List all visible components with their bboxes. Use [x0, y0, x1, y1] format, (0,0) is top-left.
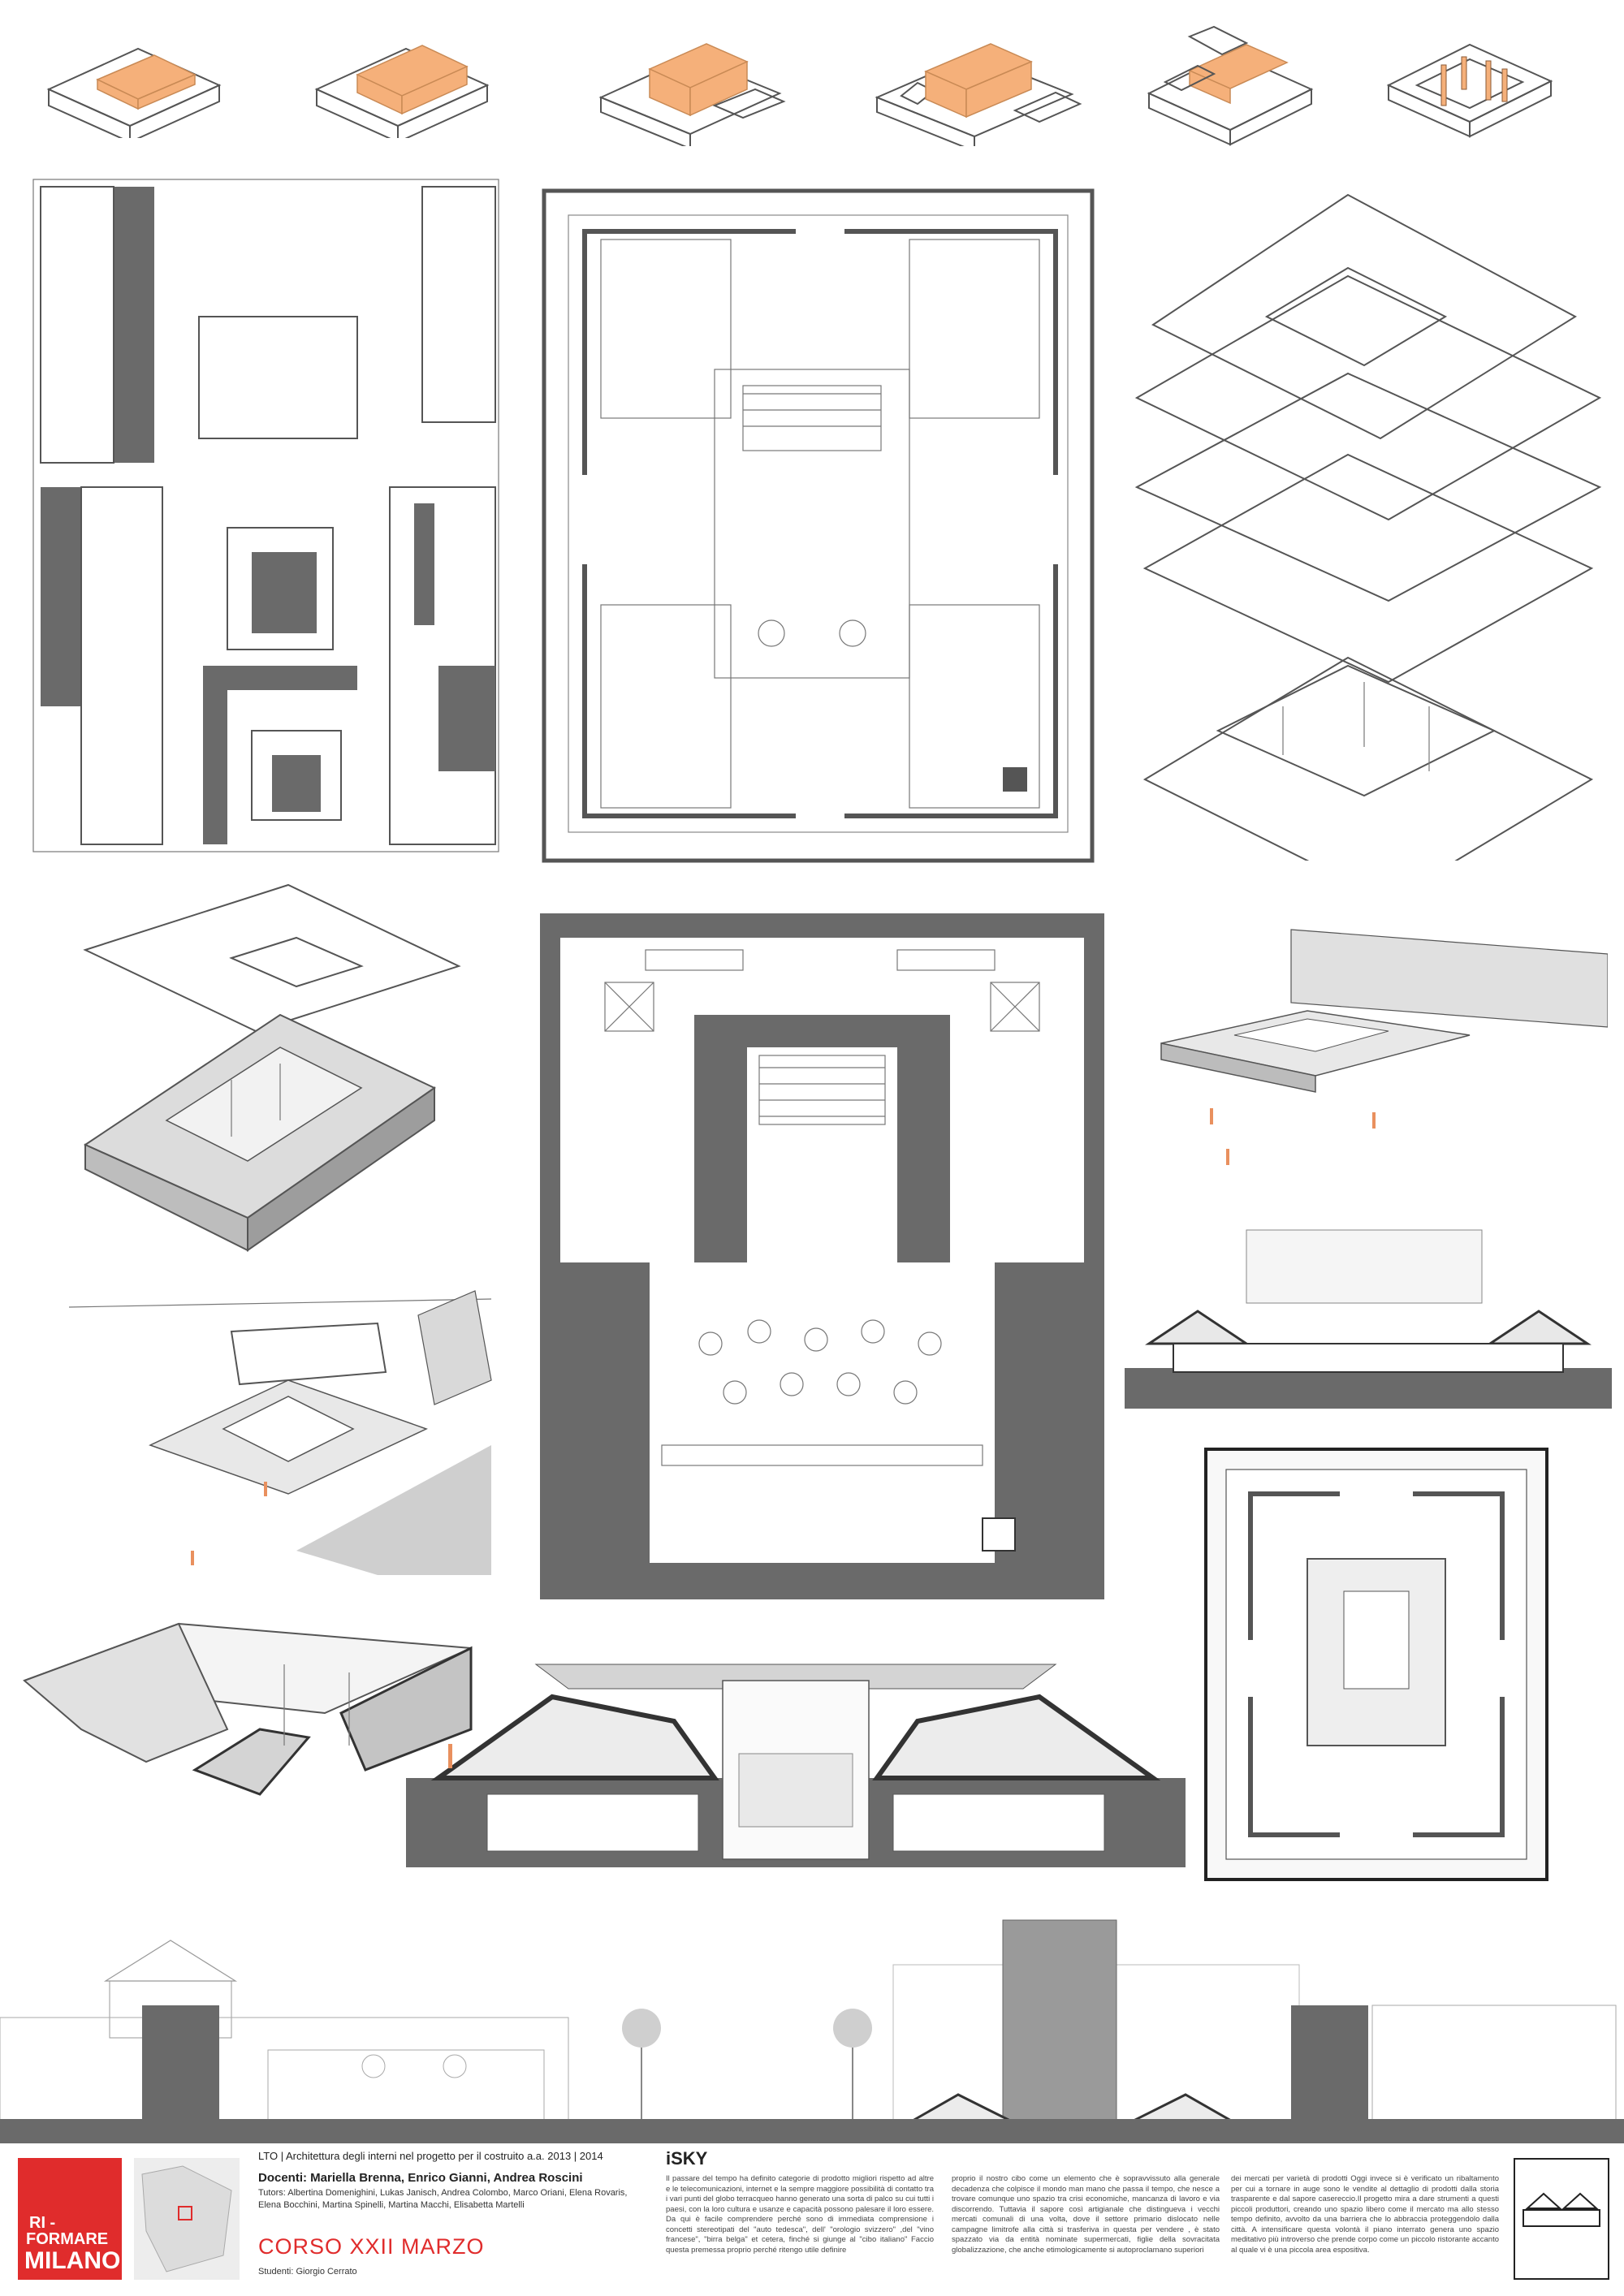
description-column-1: Il passare del tempo ha definito categor…: [666, 2174, 934, 2255]
ri-formare-milano-logo: RI - FORMARE MILANO: [18, 2158, 122, 2280]
docenti-line: Docenti: Mariella Brenna, Enrico Gianni,…: [258, 2171, 583, 2185]
site-plan: [32, 179, 499, 852]
exploded-axonometric: [1121, 187, 1608, 861]
massing-diagram-3: [593, 32, 796, 146]
massing-diagram-4: [869, 32, 1088, 146]
description-column-2: proprio il nostro cibo come un elemento …: [952, 2174, 1220, 2255]
project-title: iSKY: [666, 2148, 708, 2169]
logo-line-1: RI -: [29, 2214, 56, 2232]
axonometric-section-cut: [16, 1608, 495, 1851]
basement-floor-plan: [540, 913, 1108, 1603]
description-column-3: dei mercati per varietà di prodotti Oggi…: [1231, 2174, 1499, 2255]
massing-diagram-2: [309, 32, 495, 138]
section-perspective-small: [1125, 1222, 1612, 1417]
logo-line-2: FORMARE: [26, 2230, 109, 2248]
location-map: [134, 2158, 240, 2280]
massing-diagram-1: [41, 32, 227, 138]
street-elevation: [0, 1892, 1624, 2143]
mini-section-diagram: [1514, 2158, 1609, 2280]
massing-diagram-6: [1380, 20, 1559, 150]
cross-section: [406, 1648, 1186, 1867]
axonometric-roof-open: [69, 877, 475, 1331]
logo-line-3: MILANO: [24, 2247, 121, 2274]
course-title: LTO | Architettura degli interni nel pro…: [258, 2150, 603, 2162]
axonometric-context-view: [69, 1283, 499, 1575]
ground-floor-plan: [536, 183, 1100, 873]
street-name: CORSO XXII MARZO: [258, 2234, 485, 2259]
perspective-view-aerial: [1129, 921, 1608, 1173]
massing-diagram-5: [1141, 20, 1320, 150]
roof-plan: [1202, 1445, 1551, 1884]
students-line: Studenti: Giorgio Cerrato: [258, 2267, 357, 2277]
title-block: RI - FORMARE MILANO LTO | Architettura d…: [0, 2145, 1624, 2296]
tutors-line: Tutors: Albertina Domenighini, Lukas Jan…: [258, 2188, 628, 2210]
